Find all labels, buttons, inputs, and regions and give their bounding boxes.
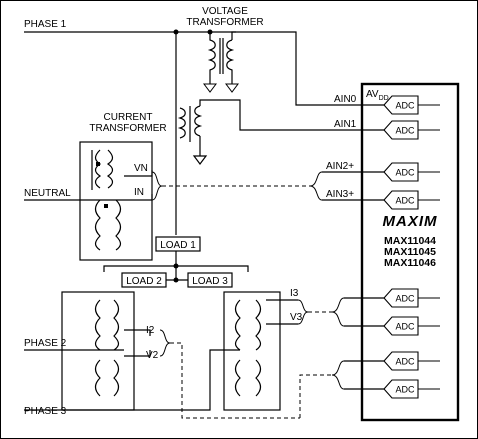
- ct-primary-coil: [177, 107, 186, 139]
- vn-label: VN: [134, 163, 148, 174]
- phase1-wire: [24, 31, 384, 106]
- ct-label-2: TRANSFORMER: [89, 123, 166, 134]
- v2-label: V2: [146, 350, 159, 361]
- p3-coil-b: [255, 299, 262, 351]
- load1-label: LOAD 1: [160, 240, 196, 251]
- ct-ground: [192, 136, 208, 165]
- load-bus-wire: [103, 265, 249, 272]
- neutral-coil-2b: [115, 199, 122, 251]
- p3-coil-a: [234, 299, 241, 351]
- vt-ground-symbols: [203, 83, 239, 93]
- ain0-label: AIN0: [334, 94, 357, 105]
- adc-label-3: ADC: [395, 196, 415, 206]
- ct-secondary-coil: [194, 105, 203, 137]
- ain2-label: AIN2+: [326, 161, 354, 172]
- neutral-coil-2a: [94, 199, 101, 251]
- phase2-transformer-box: [61, 291, 135, 411]
- phase2-label: PHASE 2: [24, 338, 67, 349]
- adc-label-5: ADC: [395, 322, 415, 332]
- part-number-2: MAX11045: [384, 246, 436, 258]
- part-number-1: MAX11044: [384, 235, 436, 247]
- avdd-label: AVDD: [366, 89, 389, 102]
- adc-label-1: ADC: [395, 126, 415, 136]
- ain-brace: [309, 171, 323, 201]
- adc-label-4: ADC: [395, 294, 415, 304]
- neutral-label: NEUTRAL: [24, 188, 71, 199]
- maxim-logo: MAXIM: [383, 213, 438, 230]
- ain1-label: AIN1: [334, 119, 357, 130]
- polarity-dot: [96, 162, 100, 166]
- v3-label: V3: [290, 312, 303, 323]
- p3-coil-d: [255, 359, 262, 397]
- p2-dashed-link: [170, 342, 300, 419]
- p2-coil-a: [94, 299, 101, 351]
- vt-primary-coil: [207, 32, 216, 84]
- load3-label: LOAD 3: [192, 276, 228, 287]
- ain3-label: AIN3+: [326, 189, 354, 200]
- load1-box: [155, 236, 201, 252]
- polarity-dot: [104, 204, 108, 208]
- p2-brace: [159, 329, 171, 357]
- p3-coil-c: [234, 359, 241, 397]
- i2-label: I2: [146, 325, 155, 336]
- vt-label-1: VOLTAGE: [202, 6, 248, 17]
- neutral-brace: [151, 171, 163, 201]
- adc-label-7: ADC: [395, 385, 415, 395]
- vt-label-2: TRANSFORMER: [186, 17, 263, 28]
- neutral-vt-coil: [106, 149, 114, 189]
- load2-label: LOAD 2: [126, 276, 162, 287]
- vt-secondary-coil: [226, 39, 235, 84]
- p2-coil-d: [113, 359, 120, 397]
- phase3-transformer-box: [223, 291, 281, 411]
- phase3-label: PHASE 3: [24, 406, 67, 417]
- neutral-ct-coil: [91, 149, 102, 190]
- part-number-3: MAX11046: [384, 257, 436, 269]
- phase1-label: PHASE 1: [24, 19, 67, 30]
- p2-ain-brace: [331, 360, 345, 390]
- p2-dashed-to-chip: [299, 374, 332, 418]
- p3-ain-brace: [331, 297, 345, 327]
- phase3-wire: [24, 349, 240, 411]
- p2-leads: [124, 329, 151, 357]
- adc-label-2: ADC: [395, 168, 415, 178]
- ain1-wire: [199, 99, 384, 131]
- neutral-transformer-box: [79, 141, 153, 261]
- i3-label: I3: [290, 288, 299, 299]
- adc-label-6: ADC: [395, 357, 415, 367]
- adc-channel-group: ADC ADC ADC ADC ADC ADC ADC ADC: [383, 95, 440, 399]
- adc-label-0: ADC: [395, 101, 415, 111]
- p2-coil-c: [94, 359, 101, 397]
- p3-leads: [266, 299, 298, 325]
- vt-secondary-lead: [231, 31, 236, 40]
- ct-label-1: CURRENT: [104, 112, 153, 123]
- p2-coil-b: [113, 299, 120, 351]
- in-label: IN: [134, 187, 144, 198]
